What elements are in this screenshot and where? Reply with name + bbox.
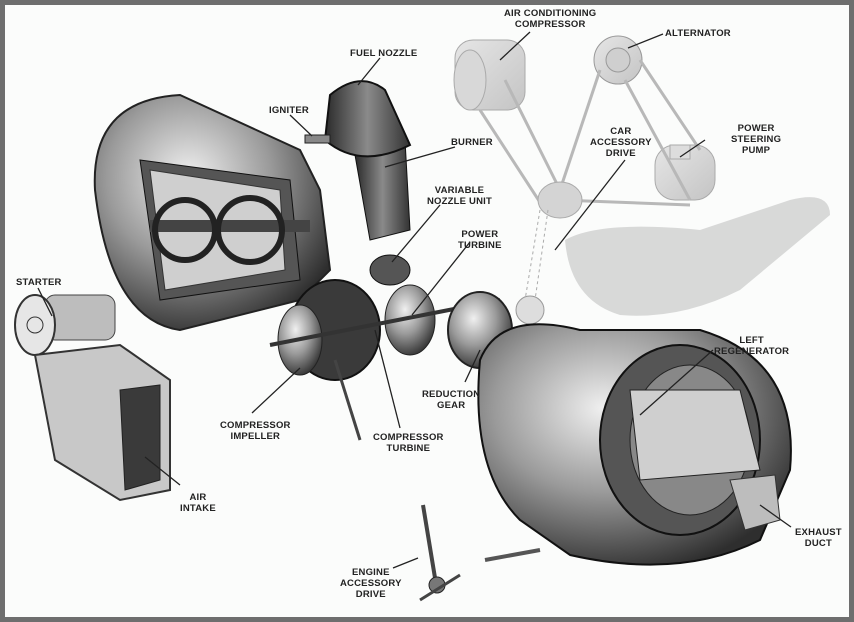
diagram-frame: AIR CONDITIONING COMPRESSOR ALTERNATOR F… bbox=[5, 5, 849, 617]
engine-accessory-drive-part bbox=[419, 504, 541, 602]
label-igniter: IGNITER bbox=[269, 105, 309, 116]
power-steering-pump-part bbox=[654, 144, 716, 201]
label-compressor-turbine: COMPRESSOR TURBINE bbox=[373, 432, 444, 454]
starter-part bbox=[14, 294, 116, 356]
label-power-turbine: POWER TURBINE bbox=[458, 229, 502, 251]
compressor-housing bbox=[93, 93, 332, 332]
label-variable-nozzle-unit: VARIABLE NOZZLE UNIT bbox=[427, 185, 492, 207]
label-engine-accessory-drive: ENGINE ACCESSORY DRIVE bbox=[340, 567, 402, 600]
label-starter: STARTER bbox=[16, 277, 62, 288]
label-alternator: ALTERNATOR bbox=[665, 28, 731, 39]
label-car-accessory-drive: CAR ACCESSORY DRIVE bbox=[590, 126, 652, 159]
label-ac-compressor: AIR CONDITIONING COMPRESSOR bbox=[504, 8, 597, 30]
transmission-ghost bbox=[565, 197, 830, 316]
sprocket bbox=[515, 295, 545, 325]
label-burner: BURNER bbox=[451, 137, 493, 148]
label-reduction-gear: REDUCTION GEAR bbox=[422, 389, 481, 411]
burner-part bbox=[304, 80, 412, 241]
engine-illustration bbox=[14, 31, 830, 602]
label-compressor-impeller: COMPRESSOR IMPELLER bbox=[220, 420, 291, 442]
label-left-regenerator: LEFT REGENERATOR bbox=[714, 335, 790, 357]
label-fuel-nozzle: FUEL NOZZLE bbox=[350, 48, 418, 59]
accessory-drive-pulley bbox=[537, 181, 583, 219]
regenerator-housing bbox=[477, 323, 792, 566]
air-intake-part bbox=[33, 343, 171, 502]
drive-chain bbox=[524, 209, 549, 301]
leader-lines bbox=[37, 31, 792, 569]
label-power-steering-pump: POWER STEERING PUMP bbox=[731, 123, 782, 156]
label-air-intake: AIR INTAKE bbox=[180, 492, 216, 514]
ac-compressor-part bbox=[453, 39, 526, 111]
alternator-part bbox=[593, 35, 643, 85]
label-exhaust-duct: EXHAUST DUCT bbox=[795, 527, 842, 549]
